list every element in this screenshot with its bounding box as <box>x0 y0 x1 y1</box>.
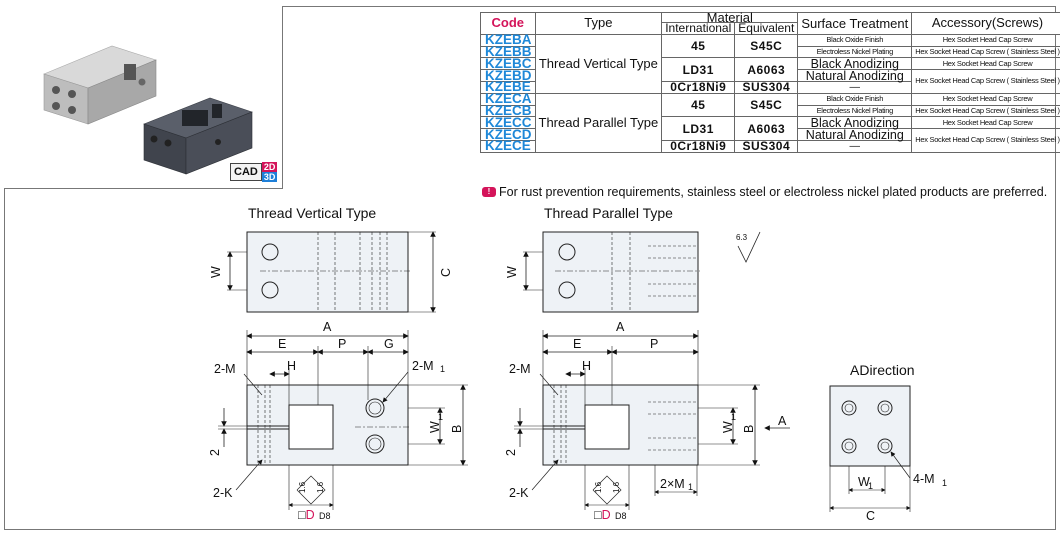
info-icon: ! <box>482 187 496 197</box>
rust-note: ! For rust prevention requirements, stai… <box>482 185 1047 199</box>
surface-cell: Black Oxide Finish <box>797 33 913 47</box>
cad-3d-label: 3D <box>261 172 278 182</box>
black-block-image <box>143 97 253 175</box>
material-equiv: A6063 <box>734 57 799 82</box>
accessory-cell: Hex Socket Head Cap Screw ( Stainless St… <box>911 45 1060 59</box>
header-type: Type <box>534 12 663 35</box>
header-code: Code <box>480 12 536 35</box>
accessory-cell: Hex Socket Head Cap Screw ( Stainless St… <box>911 128 1060 153</box>
cad-badge[interactable]: CAD 2D 3D <box>230 161 278 183</box>
material-equiv: S45C <box>734 33 799 59</box>
rust-note-text: For rust prevention requirements, stainl… <box>499 185 1048 199</box>
type-vertical: Thread Vertical Type <box>534 33 663 94</box>
code-cell: KZEBA <box>480 33 536 47</box>
code-cell: KZECB <box>480 104 536 118</box>
product-photo: CAD 2D 3D <box>4 6 283 189</box>
surface-cell: Black Anodizing <box>797 116 913 130</box>
material-equiv: S45C <box>734 92 799 118</box>
header-material: Material <box>661 11 799 24</box>
surface-cell: Black Oxide Finish <box>797 92 913 106</box>
code-cell: KZECE <box>480 139 536 153</box>
accessory-cell: Hex Socket Head Cap Screw <box>911 92 1060 106</box>
spec-table: Code Type Material Surface Treatment Acc… <box>480 11 1060 153</box>
accessory-cell: Hex Socket Head Cap Screw <box>911 33 1060 47</box>
accessory-cell: Hex Socket Head Cap Screw <box>911 116 1060 130</box>
header-surface: Surface Treatment <box>797 12 913 35</box>
code-cell: KZECA <box>480 92 536 106</box>
cad-2d3d-icon: 2D 3D <box>261 162 278 182</box>
header-international: International <box>661 22 736 35</box>
material-intl: 45 <box>661 33 736 59</box>
accessory-cell: Hex Socket Head Cap Screw ( Stainless St… <box>911 69 1060 94</box>
silver-block-image <box>43 45 157 125</box>
header-equivalent: Equivalent <box>734 22 799 35</box>
product-photo-svg <box>43 45 253 175</box>
material-equiv: SUS304 <box>734 80 799 94</box>
surface-cell: Natural Anodizing <box>797 128 913 141</box>
code-cell: KZECD <box>480 127 536 141</box>
material-intl: 0Cr18Ni9 <box>661 80 736 94</box>
material-equiv: SUS304 <box>734 139 799 153</box>
material-intl: LD31 <box>661 57 736 82</box>
surface-cell: Black Anodizing <box>797 57 913 71</box>
drawing-frame <box>4 6 1056 530</box>
code-cell: KZEBE <box>480 80 536 94</box>
header-accessory: Accessory(Screws) <box>911 12 1060 35</box>
material-equiv: A6063 <box>734 116 799 141</box>
surface-cell: — <box>797 139 913 153</box>
code-cell: KZEBD <box>480 68 536 82</box>
surface-cell: Electroless Nickel Plating <box>797 104 913 118</box>
type-parallel: Thread Parallel Type <box>534 92 663 153</box>
material-intl: LD31 <box>661 116 736 141</box>
code-cell: KZECC <box>480 116 536 130</box>
surface-cell: Natural Anodizing <box>797 69 913 82</box>
accessory-cell: Hex Socket Head Cap Screw ( Stainless St… <box>911 104 1060 118</box>
cad-label: CAD <box>230 163 262 181</box>
material-intl: 0Cr18Ni9 <box>661 139 736 153</box>
code-cell: KZEBC <box>480 57 536 71</box>
surface-cell: — <box>797 80 913 94</box>
cad-2d-label: 2D <box>261 162 278 172</box>
material-intl: 45 <box>661 92 736 118</box>
accessory-cell: Hex Socket Head Cap Screw <box>911 57 1060 71</box>
